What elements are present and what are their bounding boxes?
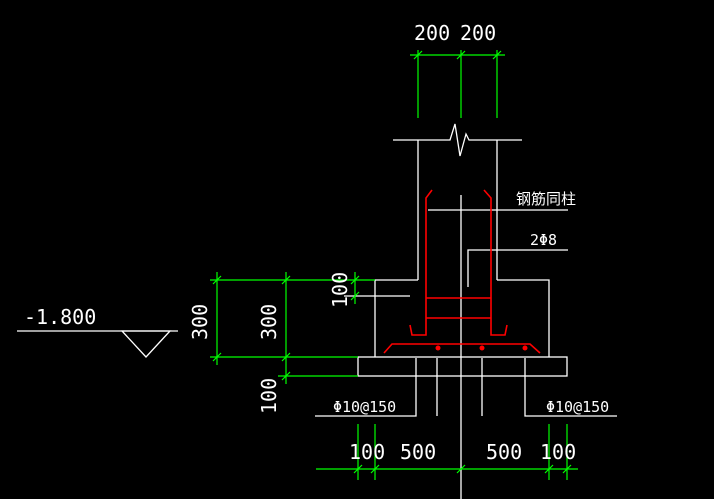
bottom-left-leader <box>315 358 417 417</box>
rebar-group <box>383 189 541 354</box>
bottom-left-rebar-note: Φ10@150 <box>333 398 396 416</box>
rebar-dot <box>435 345 441 351</box>
elevation-label: -1.800 <box>24 305 96 329</box>
dimension-lines <box>210 50 578 480</box>
dim-outer-300: 300 <box>188 304 212 340</box>
column-rebar-note: 钢筋同柱 <box>516 190 576 208</box>
left-dimension-texts: 300 300 100 100 <box>188 272 352 414</box>
bottom-dim-1: 100 <box>349 440 385 464</box>
bottom-mesh-bar <box>383 343 541 354</box>
dim-inner-300: 300 <box>257 304 281 340</box>
dim-pad-100: 100 <box>257 378 281 414</box>
annotation-texts: 钢筋同柱 2Φ8 Φ10@150 Φ10@150 <box>333 190 609 416</box>
pedestal-right <box>497 279 550 357</box>
tick <box>281 275 291 285</box>
rebar-right-vertical <box>483 189 508 336</box>
top-dim-left: 200 <box>414 21 450 45</box>
pedestal-left <box>374 279 418 357</box>
rebar-left-vertical <box>409 189 433 336</box>
tick <box>544 464 554 474</box>
stirrup-leader <box>467 249 568 287</box>
bottom-right-leader <box>524 358 617 417</box>
cushion-pad <box>357 356 568 377</box>
column-break-line <box>393 123 522 157</box>
tick <box>212 352 222 362</box>
rebar-dot <box>522 345 528 351</box>
tick <box>456 464 466 474</box>
tick <box>281 371 291 381</box>
tick <box>413 50 423 60</box>
tick <box>212 275 222 285</box>
stirrup-note: 2Φ8 <box>530 231 557 249</box>
bottom-dim-4: 100 <box>540 440 576 464</box>
tick <box>281 352 291 362</box>
rebar-dots <box>435 345 528 351</box>
tick <box>456 50 466 60</box>
rebar-dot <box>479 345 485 351</box>
bottom-right-rebar-note: Φ10@150 <box>546 398 609 416</box>
bottom-dim-3: 500 <box>486 440 522 464</box>
top-dim-right: 200 <box>460 21 496 45</box>
tick <box>353 464 363 474</box>
tick <box>492 50 502 60</box>
tick <box>562 464 572 474</box>
elevation-triangle <box>120 330 172 358</box>
structure-outline <box>17 123 617 499</box>
bottom-dimension-texts: 100 500 500 100 <box>349 440 576 464</box>
dim-top-100: 100 <box>328 272 352 308</box>
tick <box>370 464 380 474</box>
top-dimension-texts: 200 200 <box>414 21 496 45</box>
bottom-dim-2: 500 <box>400 440 436 464</box>
tick <box>350 275 360 285</box>
tick <box>350 291 360 301</box>
